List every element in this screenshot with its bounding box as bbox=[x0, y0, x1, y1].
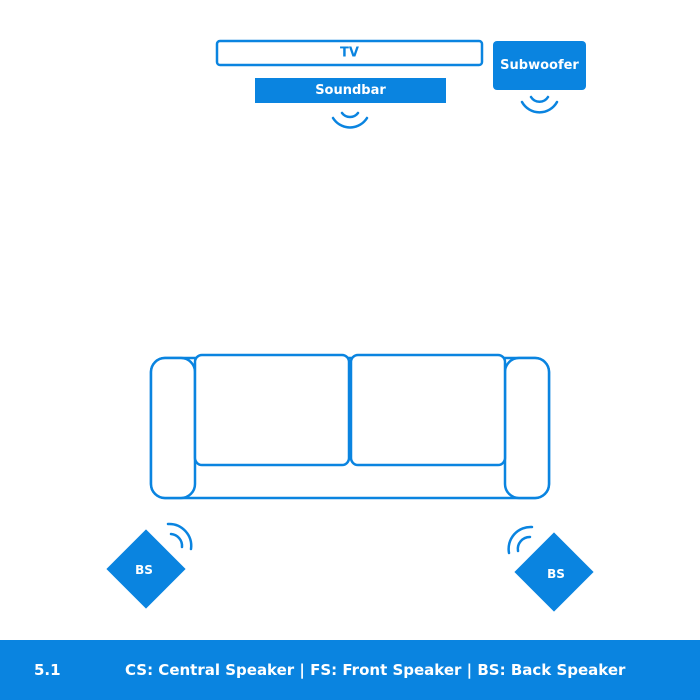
back-speaker-right: BS bbox=[507, 525, 594, 612]
subwoofer: Subwoofer bbox=[493, 41, 586, 114]
diagram-canvas: TV Soundbar Subwoofer bbox=[106, 39, 594, 612]
legend-text: CS: Central Speaker | FS: Front Speaker … bbox=[125, 661, 626, 679]
tv: TV bbox=[215, 39, 484, 67]
sofa-right-cushion bbox=[349, 353, 507, 467]
sofa-icon bbox=[149, 353, 551, 500]
soundbar: Soundbar bbox=[255, 78, 446, 129]
sofa-left-cushion bbox=[193, 353, 351, 467]
subwoofer-sound-waves-icon bbox=[520, 95, 559, 114]
speaker-config-label: 5.1 bbox=[34, 661, 61, 679]
sofa-right-armrest bbox=[503, 356, 551, 500]
tv-label: TV bbox=[340, 46, 359, 61]
back-speaker-left-label: BS bbox=[135, 563, 153, 577]
back-speaker-right-sound-waves-icon bbox=[507, 525, 534, 555]
footer-bar: 5.1 CS: Central Speaker | FS: Front Spea… bbox=[0, 640, 700, 700]
soundbar-sound-waves-icon bbox=[331, 111, 369, 129]
back-speaker-left: BS bbox=[106, 522, 193, 609]
sofa-left-armrest bbox=[149, 356, 197, 500]
tv-outline bbox=[215, 39, 484, 67]
subwoofer-body bbox=[493, 41, 586, 90]
back-speaker-right-label: BS bbox=[547, 567, 565, 581]
subwoofer-label: Subwoofer bbox=[500, 58, 579, 73]
soundbar-label: Soundbar bbox=[315, 83, 386, 98]
back-speaker-left-sound-waves-icon bbox=[166, 522, 193, 551]
soundbar-body bbox=[255, 78, 446, 103]
